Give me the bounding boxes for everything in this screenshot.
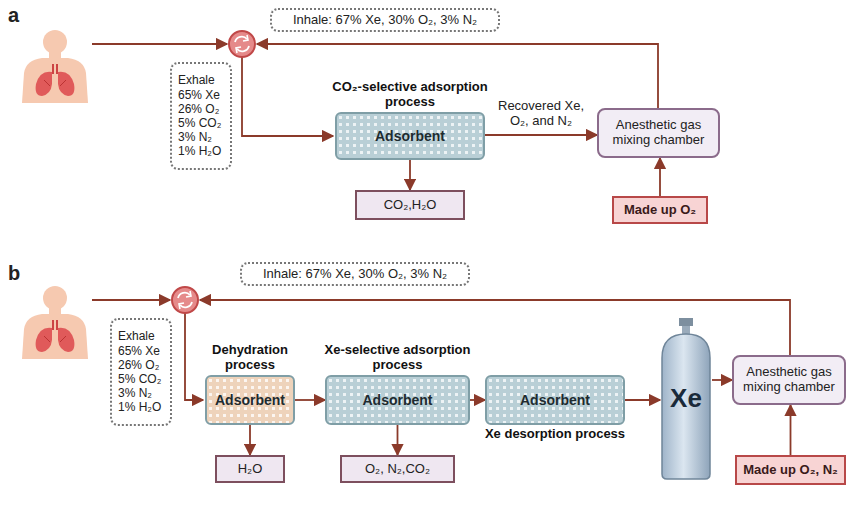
mixing-chamber: Anesthetic gas mixing chamber bbox=[732, 355, 846, 405]
node-heading: CO₂-selective adsorption process bbox=[323, 80, 497, 110]
flow-arrow bbox=[295, 399, 325, 401]
node-text: Inhale: 67% Xe, 30% O₂, 3% N₂ bbox=[293, 13, 477, 28]
inhale-line bbox=[257, 44, 658, 108]
node-text: 1% H₂O bbox=[178, 145, 221, 159]
flow-arrow bbox=[409, 160, 411, 190]
node-heading: Xe desorption process bbox=[473, 427, 637, 442]
edge-label: Recovered Xe, O₂, and N₂ bbox=[489, 99, 593, 129]
node-text: 65% Xe bbox=[178, 89, 220, 103]
node-text: Adsorbent bbox=[363, 392, 433, 408]
node-text: H₂O bbox=[238, 462, 263, 477]
person-icon bbox=[22, 30, 88, 103]
node-text: 65% Xe bbox=[118, 345, 160, 359]
gas-composition-box: Inhale: 67% Xe, 30% O₂, 3% N₂ bbox=[240, 262, 470, 286]
makeup-gas-box: Made up O₂ bbox=[612, 196, 708, 224]
person-icon bbox=[22, 286, 88, 359]
node-text: 3% N₂ bbox=[178, 131, 212, 145]
flow-arrow bbox=[625, 399, 660, 401]
output-box: H₂O bbox=[215, 455, 285, 483]
exhale-line bbox=[92, 299, 170, 301]
flow-arrow bbox=[790, 405, 792, 455]
adsorbent-bed: CO₂-selective adsorption processAdsorben… bbox=[335, 112, 485, 160]
node-text: 5% CO₂ bbox=[178, 117, 221, 131]
node-text: 26% O₂ bbox=[178, 103, 219, 117]
node-text: Made up O₂ bbox=[624, 203, 696, 218]
mixing-chamber: Anesthetic gas mixing chamber bbox=[597, 108, 720, 158]
node-text: O₂, N₂,CO₂ bbox=[365, 462, 430, 477]
flow-arrow bbox=[485, 134, 597, 136]
node-text: Xe bbox=[670, 384, 702, 414]
gas-composition-box: Exhale65% Xe26% O₂5% CO₂3% N₂1% H₂O bbox=[110, 318, 172, 426]
node-text: 3% N₂ bbox=[118, 387, 152, 401]
node-heading: Xe-selective adsorption process bbox=[313, 343, 482, 373]
flow-arrow bbox=[712, 379, 732, 381]
node-text: Exhale bbox=[178, 74, 215, 88]
exhale-line bbox=[242, 57, 333, 136]
output-box: O₂, N₂,CO₂ bbox=[340, 455, 455, 483]
node-text: Made up O₂, N₂ bbox=[743, 463, 838, 478]
node-text: 26% O₂ bbox=[118, 359, 159, 373]
recirculation-valve bbox=[172, 287, 198, 313]
makeup-gas-box: Made up O₂, N₂ bbox=[735, 455, 846, 485]
node-text: Anesthetic gas mixing chamber bbox=[603, 118, 714, 148]
gas-composition-box: Inhale: 67% Xe, 30% O₂, 3% N₂ bbox=[270, 8, 500, 32]
flow-arrow bbox=[397, 425, 399, 455]
exhale-line bbox=[92, 43, 227, 45]
dehydration-bed: Dehydration processAdsorbent bbox=[205, 375, 295, 425]
panel-label: a bbox=[8, 4, 19, 27]
gas-composition-box: Exhale65% Xe26% O₂5% CO₂3% N₂1% H₂O bbox=[170, 62, 232, 170]
node-text: CO₂,H₂O bbox=[384, 198, 437, 213]
adsorbent-bed: AdsorbentXe desorption process bbox=[485, 375, 625, 425]
node-text: Adsorbent bbox=[375, 128, 445, 144]
adsorbent-bed: Xe-selective adsorption processAdsorbent bbox=[325, 375, 470, 425]
node-text: Adsorbent bbox=[520, 392, 590, 408]
node-text: Exhale bbox=[118, 330, 155, 344]
node-heading: Dehydration process bbox=[193, 343, 307, 373]
panel-label: b bbox=[8, 262, 20, 285]
exhale-line bbox=[185, 313, 203, 400]
flow-arrow bbox=[249, 425, 251, 455]
node-text: 1% H₂O bbox=[118, 401, 161, 415]
output-box: CO₂,H₂O bbox=[355, 190, 465, 220]
flow-arrow bbox=[470, 399, 485, 401]
node-text: 5% CO₂ bbox=[118, 373, 161, 387]
node-text: Anesthetic gas mixing chamber bbox=[738, 365, 840, 395]
node-text: Adsorbent bbox=[215, 392, 285, 408]
recirculation-valve bbox=[229, 31, 255, 57]
flow-arrow bbox=[659, 158, 661, 196]
gas-cylinder: Xe bbox=[660, 318, 712, 480]
node-text: Inhale: 67% Xe, 30% O₂, 3% N₂ bbox=[263, 267, 447, 282]
